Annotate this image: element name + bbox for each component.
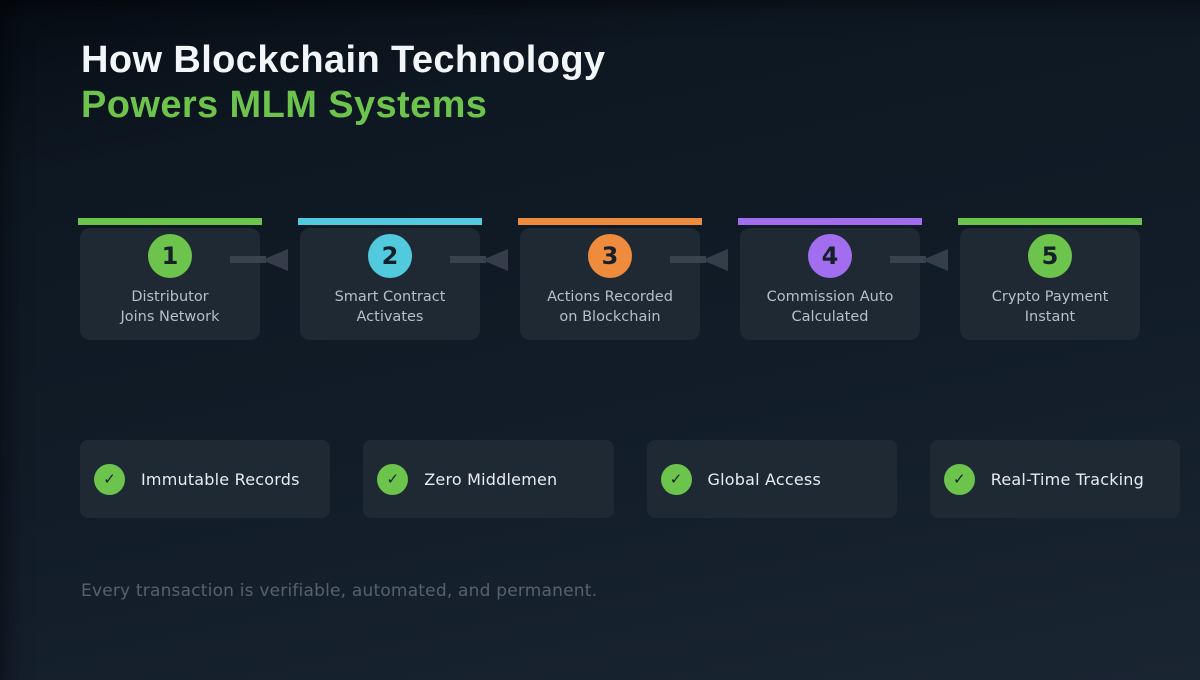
step-4-accent-bar [738,218,922,225]
step-card-2: 2 Smart Contract Activates [298,218,482,340]
step-5-number-badge: 5 [1028,234,1072,278]
step-4-label-line-1: Commission Auto [766,289,894,305]
step-1-label: Distributor Joins Network [120,287,219,327]
feature-label: Zero Middlemen [424,469,558,489]
step-3-label-line-2: on Blockchain [559,309,661,325]
flow-arrow-4-head-icon [922,249,948,271]
flow-arrow-4 [890,249,948,271]
flow-arrow-2 [450,249,508,271]
flow-arrow-1 [230,249,288,271]
feature-card-global-access: ✓ Global Access [646,440,897,518]
feature-label: Global Access [707,469,821,489]
checkmark-icon: ✓ [377,463,409,495]
process-steps-row: 1 Distributor Joins Network 2 Smart Cont… [78,218,1142,340]
step-card-5: 5 Crypto Payment Instant [958,218,1142,340]
step-2-label-line-2: Activates [356,309,424,325]
feature-label: Immutable Records [141,469,300,489]
step-2-label: Smart Contract Activates [335,287,446,327]
features-row: ✓ Immutable Records ✓ Zero Middlemen ✓ G… [80,440,1180,518]
flow-arrow-2-head-icon [482,249,508,271]
step-4-label-line-2: Calculated [791,309,869,325]
step-1-number-badge: 1 [148,234,192,278]
step-card-4: 4 Commission Auto Calculated [738,218,922,340]
step-1-body: 1 Distributor Joins Network [80,228,260,340]
flow-arrow-4-shaft [890,256,926,263]
flow-arrow-1-head-icon [262,249,288,271]
step-2-accent-bar [298,218,482,225]
step-3-number-badge: 3 [588,234,632,278]
step-card-1: 1 Distributor Joins Network [78,218,262,340]
feature-card-zero-middlemen: ✓ Zero Middlemen [363,440,614,518]
step-5-label: Crypto Payment Instant [992,287,1109,327]
feature-label: Real-Time Tracking [990,469,1144,489]
feature-card-immutable-records: ✓ Immutable Records [80,440,331,518]
step-4-body: 4 Commission Auto Calculated [740,228,920,340]
title-line-1: How Blockchain Technology [81,39,606,81]
checkmark-icon: ✓ [94,463,125,495]
flow-arrow-3-head-icon [702,249,728,271]
step-3-accent-bar [518,218,702,225]
step-1-label-line-2: Joins Network [120,309,220,325]
step-5-body: 5 Crypto Payment Instant [960,228,1140,340]
checkmark-icon: ✓ [943,463,975,495]
step-5-label-line-2: Instant [1024,309,1076,325]
step-3-label-line-1: Actions Recorded [547,289,673,305]
checkmark-icon: ✓ [660,463,692,495]
flow-arrow-1-shaft [230,256,266,263]
flow-arrow-3 [670,249,728,271]
page-title: How Blockchain Technology Powers MLM Sys… [81,38,605,128]
step-1-accent-bar [78,218,262,225]
flow-arrow-3-shaft [670,256,706,263]
footer-note: Every transaction is verifiable, automat… [81,581,598,601]
step-2-number-badge: 2 [368,234,412,278]
step-4-number-badge: 4 [808,234,852,278]
title-line-2: Powers MLM Systems [81,84,488,126]
step-card-3: 3 Actions Recorded on Blockchain [518,218,702,340]
feature-card-real-time-tracking: ✓ Real-Time Tracking [929,440,1180,518]
step-2-label-line-1: Smart Contract [334,289,446,305]
step-1-label-line-1: Distributor [131,289,209,305]
step-2-body: 2 Smart Contract Activates [300,228,480,340]
step-5-accent-bar [958,218,1142,225]
step-4-label: Commission Auto Calculated [767,287,894,327]
step-3-label: Actions Recorded on Blockchain [547,287,673,327]
step-3-body: 3 Actions Recorded on Blockchain [520,228,700,340]
flow-arrow-2-shaft [450,256,486,263]
step-5-label-line-1: Crypto Payment [991,289,1109,305]
